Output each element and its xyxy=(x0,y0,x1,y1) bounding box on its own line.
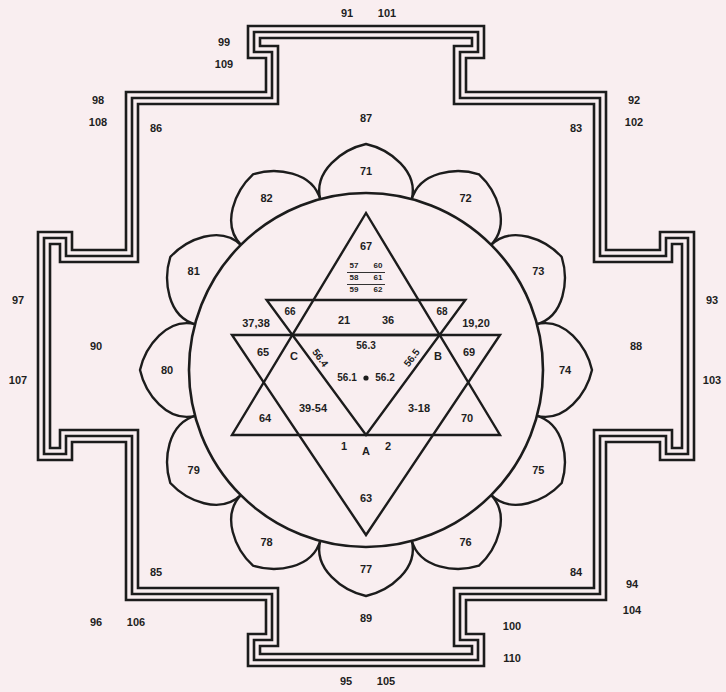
bhupura-line xyxy=(50,38,682,654)
callout-number: 89 xyxy=(360,613,372,624)
bindu-dot xyxy=(363,375,368,380)
lotus-petal xyxy=(140,323,196,417)
callout-number: 99 xyxy=(218,37,230,48)
triangle-line xyxy=(267,300,466,435)
callout-number: 105 xyxy=(377,676,395,687)
callout-number: 106 xyxy=(127,617,145,628)
callout-number: 73 xyxy=(532,265,544,276)
callout-number: 59 xyxy=(350,286,359,294)
callout-number: 87 xyxy=(360,113,372,124)
callout-number: 56.1 xyxy=(337,373,356,383)
callout-number: 88 xyxy=(630,341,642,352)
bhupura-walls xyxy=(38,26,694,666)
callout-number: 85 xyxy=(150,567,162,578)
callout-number: 56.3 xyxy=(356,341,375,351)
callout-number: 104 xyxy=(623,605,641,616)
callout-number: 97 xyxy=(12,295,24,306)
callout-number: 64 xyxy=(259,413,271,424)
callout-number: 92 xyxy=(628,95,640,106)
callout-number: 56.2 xyxy=(375,373,394,383)
callout-number: 102 xyxy=(625,117,643,128)
bhupura-line xyxy=(44,32,688,660)
callout-number: 81 xyxy=(188,265,200,276)
callout-number: 107 xyxy=(9,375,27,386)
grid-rule xyxy=(347,272,385,273)
lotus-petal xyxy=(319,144,413,200)
lotus-petal xyxy=(536,323,592,417)
callout-number: A xyxy=(362,446,370,457)
callout-number: B xyxy=(434,351,442,362)
callout-number: 98 xyxy=(92,95,104,106)
callout-number: 72 xyxy=(459,192,471,203)
callout-number: 110 xyxy=(503,653,521,664)
callout-number: 65 xyxy=(257,347,269,358)
callout-number: 60 xyxy=(374,262,383,270)
lotus-petals xyxy=(140,144,592,596)
callout-number: 101 xyxy=(378,8,396,19)
callout-number: 58 xyxy=(350,274,359,282)
callout-number: 39-54 xyxy=(299,403,327,414)
callout-number: 67 xyxy=(360,241,372,252)
callout-number: 103 xyxy=(703,375,721,386)
callout-number: 80 xyxy=(161,365,173,376)
callout-number: C xyxy=(290,351,298,362)
callout-number: 57 xyxy=(350,262,359,270)
callout-number: 74 xyxy=(559,365,571,376)
callout-number: 36 xyxy=(382,315,394,326)
callout-number: 84 xyxy=(570,567,582,578)
callout-number: 94 xyxy=(626,579,638,590)
callout-number: 91 xyxy=(341,8,353,19)
callout-number: 100 xyxy=(503,621,521,632)
callout-number: 93 xyxy=(706,295,718,306)
callout-number: 95 xyxy=(340,676,352,687)
callout-number: 70 xyxy=(461,413,473,424)
callout-number: 75 xyxy=(532,464,544,475)
callout-number: 61 xyxy=(374,274,383,282)
callout-number: 21 xyxy=(338,315,350,326)
grid-rule xyxy=(347,284,385,285)
callout-number: 1 xyxy=(341,441,347,452)
callout-number: 86 xyxy=(150,123,162,134)
callout-number: 62 xyxy=(374,286,383,294)
triangles xyxy=(232,213,500,535)
lotus-petal xyxy=(319,540,413,596)
callout-number: 68 xyxy=(436,307,447,317)
callout-number: 19,20 xyxy=(462,318,490,329)
triangle-line xyxy=(232,213,500,435)
callout-number: 71 xyxy=(360,166,372,177)
callout-number: 66 xyxy=(284,307,295,317)
callout-number: 63 xyxy=(360,493,372,504)
callout-number: 90 xyxy=(90,341,102,352)
bhupura-line xyxy=(38,26,694,666)
callout-number: 109 xyxy=(215,59,233,70)
chord-line xyxy=(292,334,439,336)
callout-number: 82 xyxy=(260,192,272,203)
callout-number: 69 xyxy=(463,347,475,358)
callout-number: 76 xyxy=(459,537,471,548)
grid-rules xyxy=(347,273,385,285)
callout-number: 79 xyxy=(188,464,200,475)
callout-number: 96 xyxy=(90,617,102,628)
callout-number: 108 xyxy=(89,117,107,128)
inner-circle xyxy=(189,193,543,547)
callout-number: 83 xyxy=(570,123,582,134)
callout-number: 37,38 xyxy=(242,318,270,329)
callout-number: 2 xyxy=(385,441,391,452)
callout-number: 77 xyxy=(360,564,372,575)
callout-number: 3-18 xyxy=(408,403,430,414)
callout-number: 78 xyxy=(260,537,272,548)
